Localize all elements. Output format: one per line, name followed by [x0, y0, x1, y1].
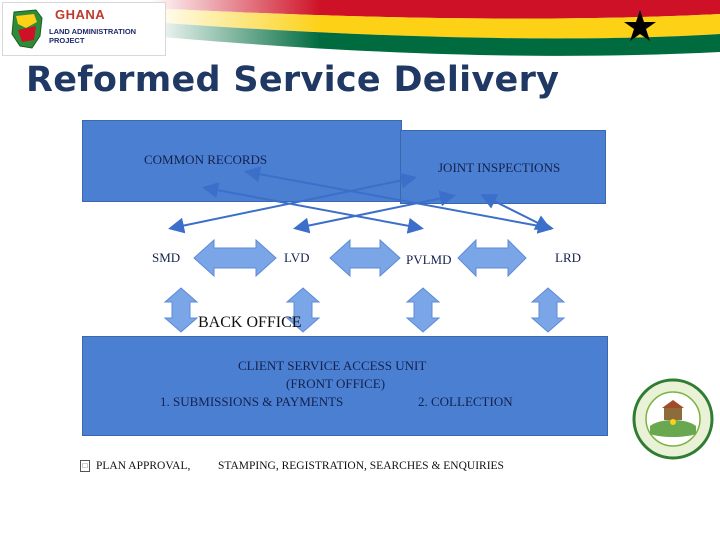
smd-label: SMD: [152, 250, 181, 265]
arrow-smd-lvd: [193, 238, 277, 278]
footer-plan-approval: PLAN APPROVAL,: [96, 460, 191, 472]
checkbox-bullet-icon: □: [80, 460, 90, 472]
ghana-map-icon: [11, 9, 43, 49]
arrow-lvd-pvlmd: [329, 238, 401, 278]
logo-subtitle: LAND ADMINISTRATION PROJECT: [49, 27, 137, 45]
client-service-access-unit-box: [82, 336, 608, 436]
black-star-icon: [624, 10, 656, 41]
lvd-label: LVD: [284, 250, 310, 265]
logo-title: GHANA: [55, 7, 106, 22]
flag-banner: [150, 0, 720, 62]
footer-services: STAMPING, REGISTRATION, SEARCHES & ENQUI…: [218, 460, 504, 472]
back-office-label: BACK OFFICE: [198, 314, 302, 331]
arrow-smd-front-office: [163, 287, 199, 333]
slide-title: Reformed Service Delivery: [26, 60, 560, 100]
lrd-label: LRD: [555, 250, 581, 265]
joint-inspections-label: JOINT INSPECTIONS: [438, 160, 561, 175]
lands-commission-seal-icon: [632, 378, 714, 460]
connector-lrd-joint: [480, 194, 552, 230]
csau-item-submissions: 1. SUBMISSIONS & PAYMENTS: [160, 394, 344, 409]
connector-lvd-joint: [293, 190, 456, 234]
csau-item-collection: 2. COLLECTION: [418, 394, 513, 409]
connector-lines: [168, 166, 554, 234]
seal-graphic: [632, 378, 714, 460]
arrow-lvd-front-office: [285, 287, 321, 333]
csau-subtitle: (FRONT OFFICE): [286, 376, 386, 391]
common-records-label: COMMON RECORDS: [144, 152, 268, 167]
arrow-lrd-front-office: [530, 287, 566, 333]
pvlmd-label: PVLMD: [406, 252, 452, 267]
csau-title: CLIENT SERVICE ACCESS UNIT: [238, 358, 427, 373]
arrow-pvlmd-lrd: [457, 238, 527, 278]
project-logo: GHANA LAND ADMINISTRATION PROJECT: [2, 2, 166, 56]
header-banner: GHANA LAND ADMINISTRATION PROJECT: [0, 0, 720, 62]
arrow-pvlmd-front-office: [405, 287, 441, 333]
connector-pvlmd-common: [202, 182, 424, 234]
